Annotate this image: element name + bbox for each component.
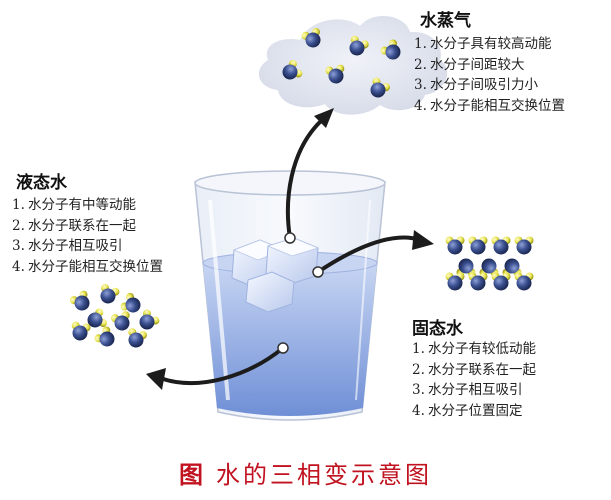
solid-molecules bbox=[445, 236, 534, 291]
liquid-fact: 1.水分子有中等动能 bbox=[12, 197, 136, 213]
solid-fact: 2.水分子联系在一起 bbox=[412, 361, 536, 378]
solid-fact: 4.水分子位置固定 bbox=[412, 402, 523, 419]
vapor-fact: 3.水分子间吸引力小 bbox=[414, 77, 538, 93]
solid-heading: 固态水 bbox=[412, 319, 463, 339]
liquid-facts: 1.水分子有中等动能 2.水分子联系在一起 3.水分子相互吸引 4.水分子能相互… bbox=[12, 195, 163, 277]
arrow-to-liquid bbox=[146, 342, 289, 390]
solid-fact: 3.水分子相互吸引 bbox=[412, 382, 523, 398]
vapor-facts: 1.水分子具有较高动能 2.水分子间距较大 3.水分子间吸引力小 4.水分子能相… bbox=[414, 34, 565, 116]
figure-label: 图 bbox=[179, 460, 206, 489]
ice-cubes bbox=[231, 237, 320, 313]
vapor-fact: 4.水分子能相互交换位置 bbox=[414, 97, 565, 114]
liquid-molecules bbox=[68, 282, 162, 352]
liquid-fact: 3.水分子相互吸引 bbox=[12, 238, 123, 254]
liquid-fact: 2.水分子联系在一起 bbox=[12, 217, 136, 234]
figure-caption: 图水的三相变示意图 bbox=[0, 455, 611, 490]
glass-of-water bbox=[194, 170, 386, 421]
liquid-fact: 4.水分子能相互交换位置 bbox=[12, 258, 163, 275]
arrow-to-vapor bbox=[284, 108, 334, 244]
arrow-to-solid bbox=[312, 230, 434, 278]
figure-title: 水的三相变示意图 bbox=[216, 461, 432, 489]
liquid-heading: 液态水 bbox=[16, 173, 67, 193]
vapor-heading: 水蒸气 bbox=[420, 11, 471, 31]
vapor-fact: 2.水分子间距较大 bbox=[414, 56, 525, 73]
solid-facts: 1.水分子有较低动能 2.水分子联系在一起 3.水分子相互吸引 4.水分子位置固… bbox=[412, 339, 536, 421]
solid-fact: 1.水分子有较低动能 bbox=[412, 341, 536, 357]
vapor-fact: 1.水分子具有较高动能 bbox=[414, 36, 552, 52]
